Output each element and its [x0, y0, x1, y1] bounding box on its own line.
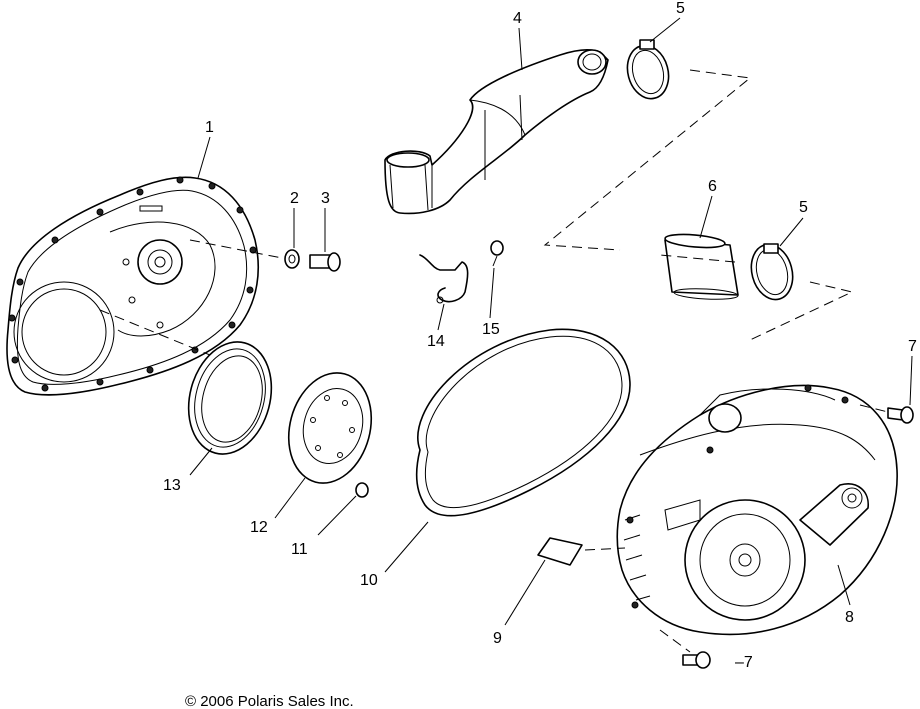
- leader-9: [504, 559, 546, 626]
- part-12-plate: [287, 372, 373, 484]
- leader-1: [197, 136, 211, 179]
- part-2-washer: [284, 249, 300, 269]
- part-6-sleeve: [664, 233, 739, 300]
- leader-5-lower: [779, 217, 804, 247]
- part-3-bolt: [309, 252, 341, 272]
- leader-8: [837, 564, 851, 606]
- part-5-clamp-lower: [750, 243, 794, 301]
- part-14-bracket: [419, 254, 469, 304]
- axis-line-7: [659, 629, 691, 653]
- axis-line-2: [99, 309, 211, 356]
- callout-9: 9: [493, 630, 502, 647]
- part-7-bolt-bottom: [682, 651, 711, 669]
- leader-11: [317, 495, 357, 536]
- callout-8: 8: [845, 609, 854, 626]
- callout-1: 1: [205, 119, 214, 136]
- part-13-seal: [187, 341, 273, 455]
- part-9-decal: [537, 537, 583, 566]
- axis-line-8: [584, 547, 626, 551]
- leader-4: [518, 27, 523, 71]
- callout-2: 2: [290, 190, 299, 207]
- leader-10: [384, 521, 429, 573]
- part-1-outer-cover: [6, 176, 260, 396]
- leader-5-top: [649, 17, 681, 43]
- part-10-belt: [415, 328, 631, 517]
- leader-13: [189, 447, 213, 476]
- part-7-bolt-top: [887, 406, 914, 424]
- callout-7-top: 7: [908, 338, 917, 355]
- part-11-nut: [355, 482, 369, 498]
- part-5-clamp-top: [626, 39, 670, 100]
- axis-line-6: [859, 404, 889, 413]
- leader-6: [699, 195, 713, 239]
- leader-15: [489, 267, 495, 319]
- leader-12: [274, 477, 306, 519]
- axis-line-4: [749, 281, 854, 341]
- callout-5-lower: 5: [799, 199, 808, 216]
- callout-12: 12: [250, 519, 268, 536]
- callout-11: 11: [291, 541, 308, 558]
- callout-6: 6: [708, 178, 717, 195]
- copyright-notice: © 2006 Polaris Sales Inc.: [185, 693, 354, 709]
- callout-5-top: 5: [676, 0, 685, 17]
- callout-4: 4: [513, 10, 522, 27]
- part-15-screw: [490, 240, 504, 267]
- part-4-duct: [384, 49, 609, 215]
- callout-3: 3: [321, 190, 330, 207]
- callout-15: 15: [482, 321, 500, 338]
- callout-14: 14: [427, 333, 445, 350]
- axis-line-3: [543, 69, 752, 251]
- part-8-inner-cover: [616, 384, 898, 636]
- axis-line-5: [659, 254, 736, 263]
- leader-14: [437, 303, 445, 331]
- leader-7-top: [909, 355, 913, 406]
- callout-13: 13: [163, 477, 181, 494]
- callout-7-bottom: –7: [735, 654, 753, 671]
- callout-10: 10: [360, 572, 378, 589]
